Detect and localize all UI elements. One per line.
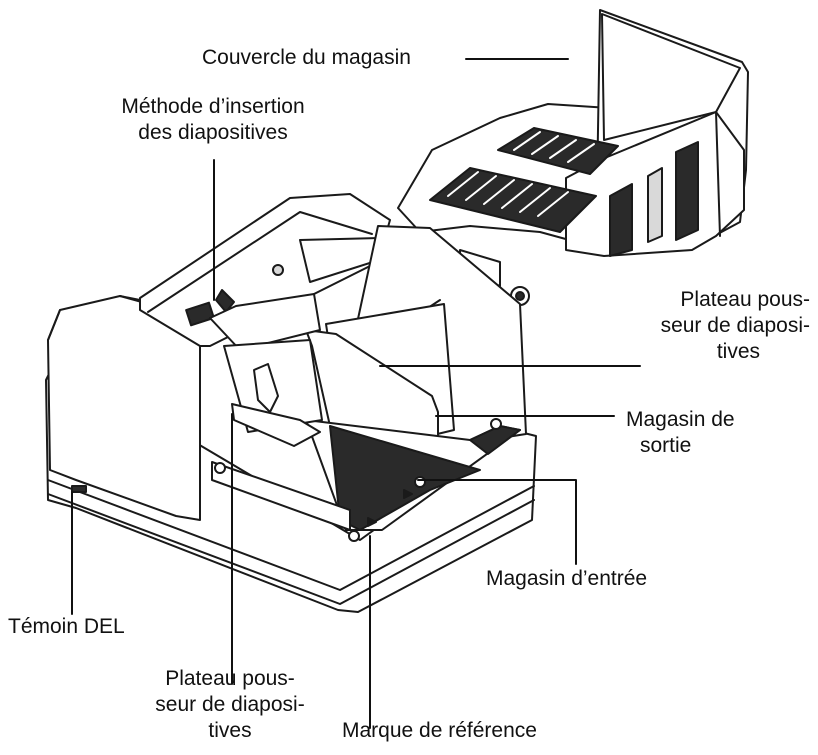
label-magazine-lid: Couvercle du magasin <box>202 46 411 69</box>
label-pusher-tray-left-line3: tives <box>208 719 252 742</box>
label-insertion-method-line2: des diapositives <box>138 121 288 144</box>
label-pusher-tray-right-line2: seur de diaposi- <box>660 314 810 337</box>
magazine-lid <box>397 9 749 306</box>
label-pusher-tray-left-line1: Plateau pous- <box>165 667 295 690</box>
label-insertion-method-line1: Méthode d’insertion <box>121 95 305 118</box>
label-pusher-tray-right-line3: tives <box>716 340 760 363</box>
scanner-body <box>45 193 537 613</box>
callout-lines <box>71 58 641 729</box>
label-pusher-tray-right: Plateau pous- seur de diaposi- tives <box>620 287 810 365</box>
label-input-magazine: Magasin d’entrée <box>486 567 648 590</box>
label-led-indicator: Témoin DEL <box>8 615 125 638</box>
label-output-magazine: Magasin de sortie <box>626 407 735 459</box>
label-insertion-method: Méthode d’insertion des diapositives <box>93 94 333 146</box>
label-pusher-tray-right-line1: Plateau pous- <box>680 288 810 311</box>
label-output-magazine-line2: sortie <box>640 434 692 457</box>
label-reference-mark: Marque de référence <box>342 719 537 742</box>
label-output-magazine-line1: Magasin de <box>626 408 735 431</box>
label-pusher-tray-left-line2: seur de diaposi- <box>155 693 305 716</box>
label-pusher-tray-left: Plateau pous- seur de diaposi- tives <box>140 666 320 744</box>
